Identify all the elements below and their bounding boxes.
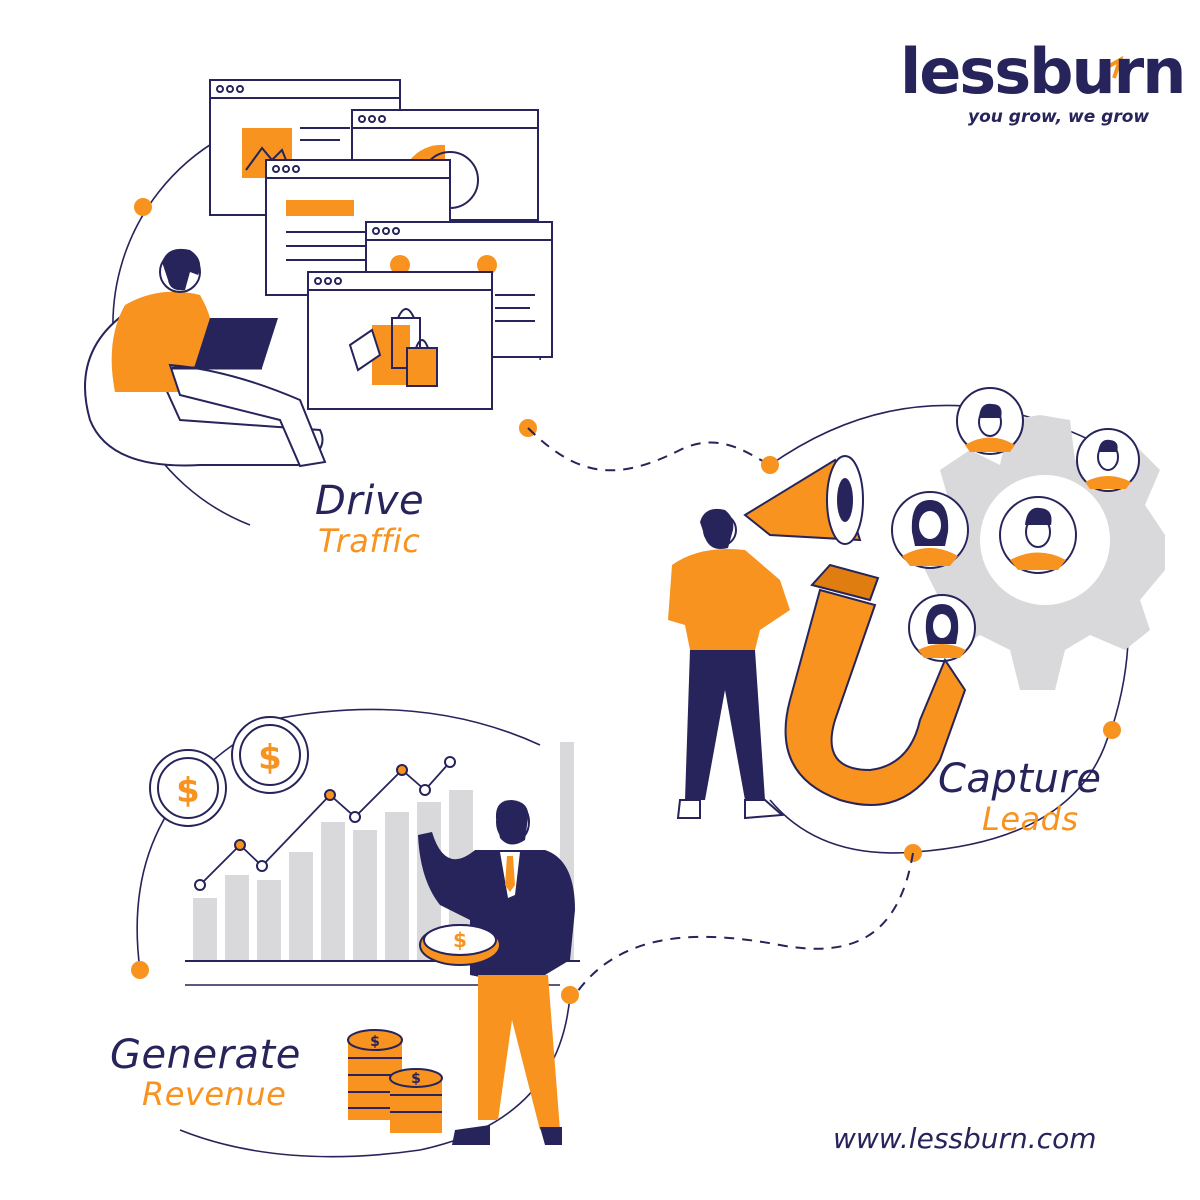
avatar — [1076, 428, 1140, 492]
step-title-capture: Capture — [938, 756, 1102, 802]
generate-revenue-illustration — [136, 708, 580, 1158]
megaphone-icon — [743, 455, 864, 545]
dollar-coin-icon — [231, 716, 309, 794]
website-link[interactable]: www.lessburn.com — [833, 1122, 1097, 1155]
laptop-icon — [194, 318, 278, 368]
businessman — [418, 800, 575, 1145]
person-on-beanbag — [84, 248, 327, 468]
browser-window-icon — [307, 271, 493, 410]
step-subtitle-traffic: Traffic — [318, 522, 421, 560]
step-title-drive: Drive — [315, 478, 425, 524]
dashed-connector — [574, 852, 914, 996]
coin-currency-symbol: $ — [258, 738, 282, 778]
path-dot — [761, 456, 779, 474]
dashed-connector — [527, 427, 771, 472]
step-subtitle-revenue: Revenue — [142, 1075, 287, 1113]
avatar — [891, 491, 969, 569]
logo-arrow-icon — [1101, 55, 1124, 79]
coin-currency-symbol: $ — [411, 1071, 421, 1087]
path-dot — [134, 198, 152, 216]
magnet-icon — [784, 563, 967, 806]
dollar-coin-icon — [149, 749, 227, 827]
path-dot — [131, 961, 149, 979]
avatar — [956, 387, 1024, 455]
avatar — [999, 496, 1077, 574]
coin-stack-icon — [347, 1029, 443, 1133]
path-dot — [561, 986, 579, 1004]
trend-points — [194, 756, 456, 891]
avatar — [908, 594, 976, 662]
step-subtitle-leads: Leads — [982, 800, 1079, 838]
coin-currency-symbol: $ — [453, 928, 467, 952]
coin-currency-symbol: $ — [370, 1034, 380, 1050]
coin-currency-symbol: $ — [176, 771, 200, 811]
path-dot — [1103, 721, 1121, 739]
drive-traffic-illustration — [84, 79, 553, 526]
brand-tagline: you grow, we grow — [968, 107, 1150, 127]
capture-leads-illustration — [668, 387, 1165, 854]
step-title-generate: Generate — [110, 1032, 301, 1078]
orbit-arc-capture — [769, 729, 1111, 854]
person-with-megaphone — [668, 508, 790, 820]
shopping-bag-icon — [348, 308, 438, 387]
brand-logo: lessburn — [900, 35, 1186, 108]
